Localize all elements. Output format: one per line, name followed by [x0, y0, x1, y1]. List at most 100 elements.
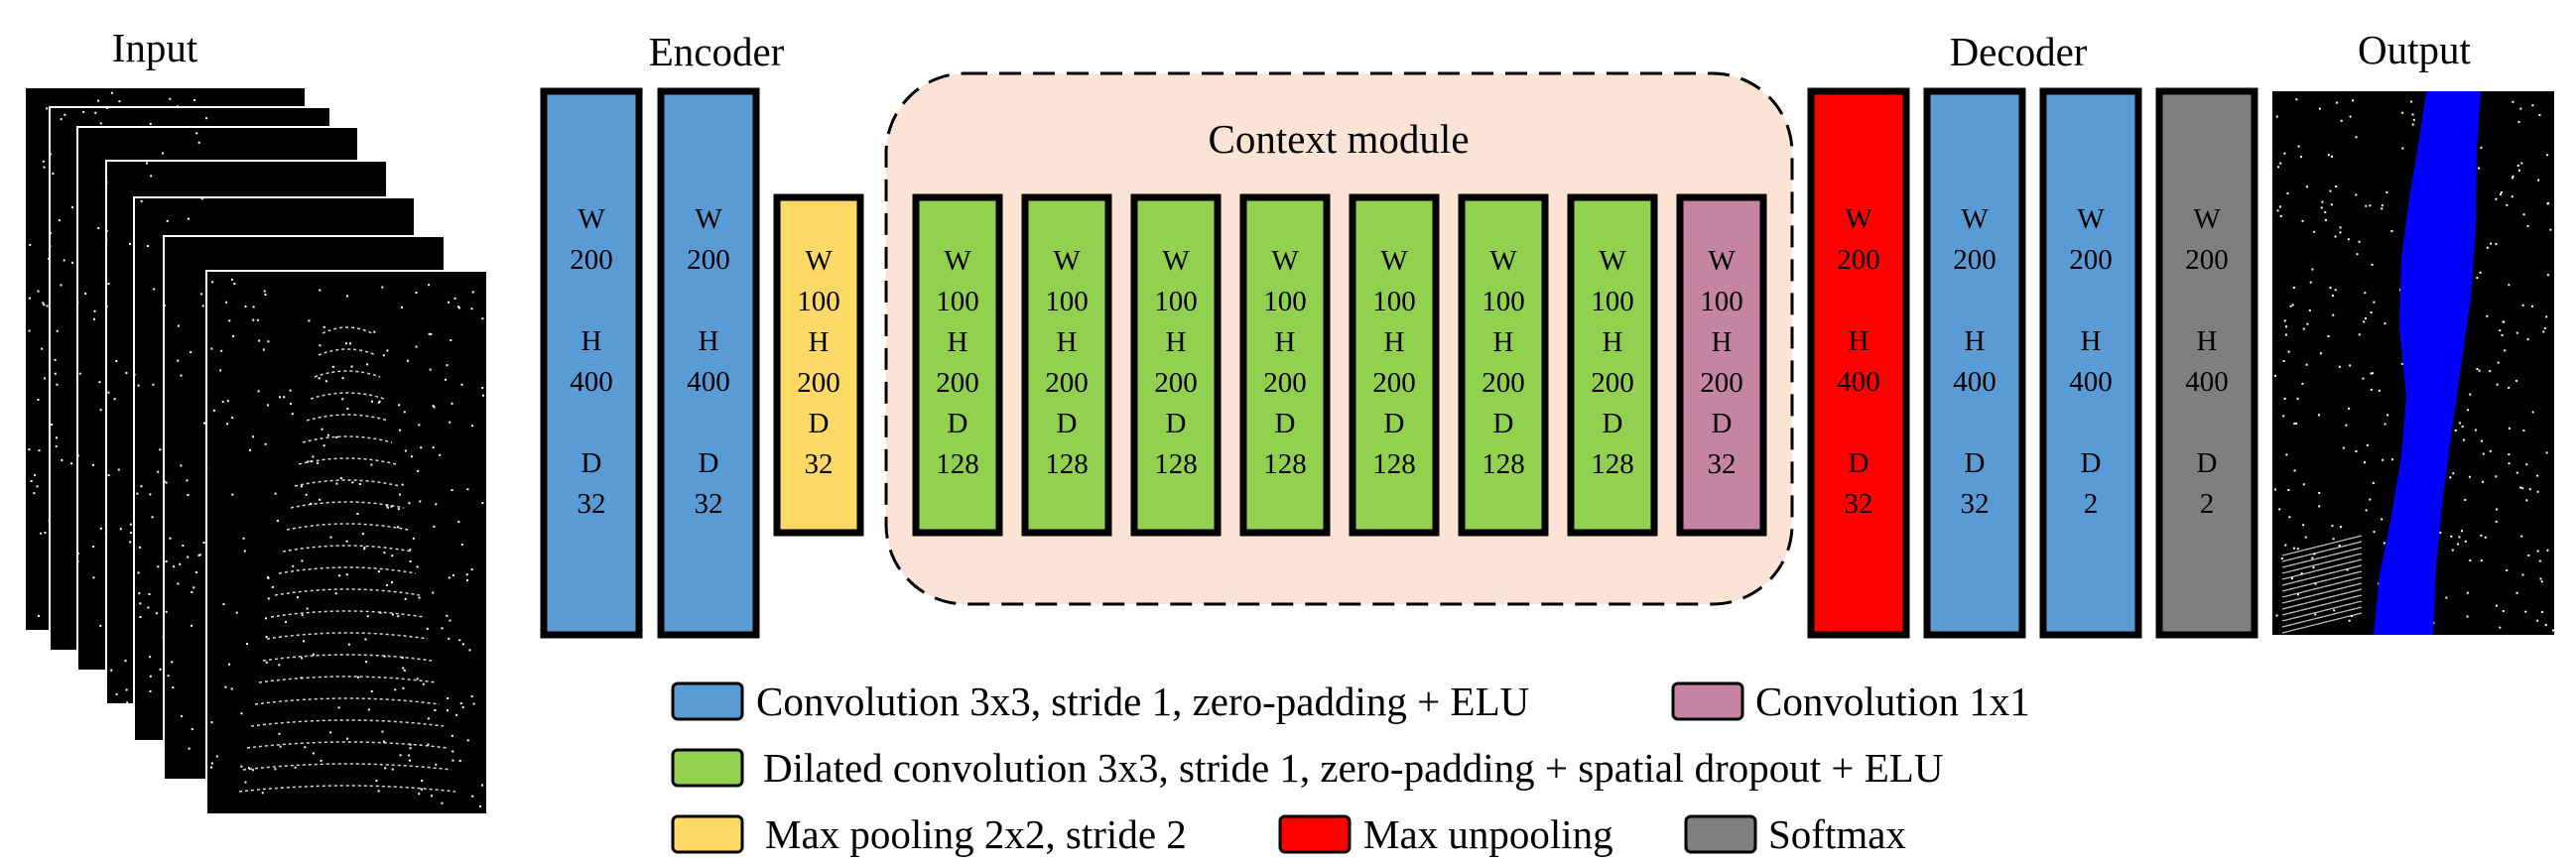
point: [2318, 505, 2321, 508]
point: [147, 606, 150, 609]
point: [2358, 333, 2361, 336]
point: [2301, 382, 2304, 385]
point: [76, 560, 79, 563]
point: [43, 166, 46, 169]
point: [2347, 238, 2350, 241]
point: [2445, 596, 2448, 599]
point: [2385, 190, 2388, 193]
scan-line: [242, 763, 452, 771]
point: [264, 293, 267, 296]
point: [2285, 453, 2288, 456]
point: [99, 122, 102, 125]
point: [398, 493, 401, 496]
point: [302, 640, 305, 643]
lidar-point-cloud: [210, 278, 484, 807]
point: [345, 573, 348, 576]
point: [350, 365, 353, 368]
point: [2506, 203, 2509, 206]
point: [384, 767, 387, 770]
point: [2336, 101, 2339, 104]
legend-label: Dilated convolution 3x3, stride 1, zero-…: [763, 745, 1943, 791]
point: [401, 657, 404, 660]
point: [2479, 271, 2482, 274]
point: [338, 574, 341, 577]
point: [2522, 430, 2525, 432]
point: [210, 762, 213, 765]
scan-line: [262, 654, 433, 662]
scan-line: [250, 719, 445, 727]
point: [2467, 409, 2470, 412]
point: [420, 788, 423, 791]
point: [202, 422, 205, 425]
point: [2302, 524, 2305, 527]
scan-line: [238, 785, 456, 793]
point: [110, 775, 113, 778]
point: [2300, 572, 2303, 575]
point: [210, 766, 213, 769]
point: [226, 400, 229, 403]
point: [319, 289, 322, 292]
point: [38, 449, 41, 452]
point: [60, 284, 63, 287]
point: [2339, 231, 2342, 234]
point: [366, 363, 369, 366]
point: [409, 560, 412, 563]
point: [2383, 423, 2386, 426]
point: [76, 454, 79, 457]
point: [61, 458, 64, 461]
point: [289, 403, 292, 406]
legend-label: Max pooling 2x2, stride 2: [765, 811, 1187, 857]
point: [126, 701, 129, 704]
point: [2305, 185, 2308, 188]
point: [2314, 613, 2317, 616]
point: [2335, 185, 2338, 188]
block-dim-text: W: [1708, 245, 1736, 277]
point: [2278, 508, 2281, 511]
point: [278, 732, 281, 735]
point: [433, 525, 436, 528]
point: [2358, 240, 2361, 243]
point: [149, 675, 152, 678]
block-dim-text: W: [1489, 245, 1517, 277]
point: [2495, 243, 2498, 246]
point: [428, 332, 431, 335]
block-dim-text: 200: [1481, 367, 1525, 399]
point: [124, 660, 127, 663]
block-dim-text: D: [809, 408, 830, 439]
point: [471, 425, 474, 428]
block-dim-text: H: [1603, 326, 1623, 358]
point: [2345, 424, 2348, 427]
point: [2302, 483, 2305, 486]
point: [139, 602, 142, 605]
block-dim-text: D: [1849, 447, 1869, 479]
point: [2524, 610, 2527, 613]
point: [432, 446, 435, 449]
block-dim-text: H: [1057, 326, 1078, 358]
block-dim-text: 32: [695, 488, 723, 520]
block-rect: [1676, 193, 1767, 537]
point: [2495, 520, 2498, 523]
point: [2461, 530, 2464, 533]
point: [2499, 329, 2502, 332]
point: [432, 591, 435, 594]
block-dim-text: 100: [936, 286, 979, 317]
block-dim-text: 100: [1591, 286, 1634, 317]
point: [341, 377, 344, 380]
point: [2499, 626, 2502, 629]
point: [363, 548, 366, 551]
legend-label: Max unpooling: [1363, 811, 1613, 857]
point: [2308, 309, 2311, 311]
point: [402, 667, 405, 670]
point: [48, 257, 51, 260]
point: [408, 502, 411, 505]
point: [2478, 369, 2481, 372]
point: [322, 444, 325, 447]
point: [409, 549, 412, 552]
point: [105, 181, 108, 184]
point: [2331, 295, 2334, 298]
point: [2466, 615, 2469, 618]
point: [129, 523, 132, 526]
point: [284, 620, 287, 623]
point: [2330, 203, 2333, 206]
